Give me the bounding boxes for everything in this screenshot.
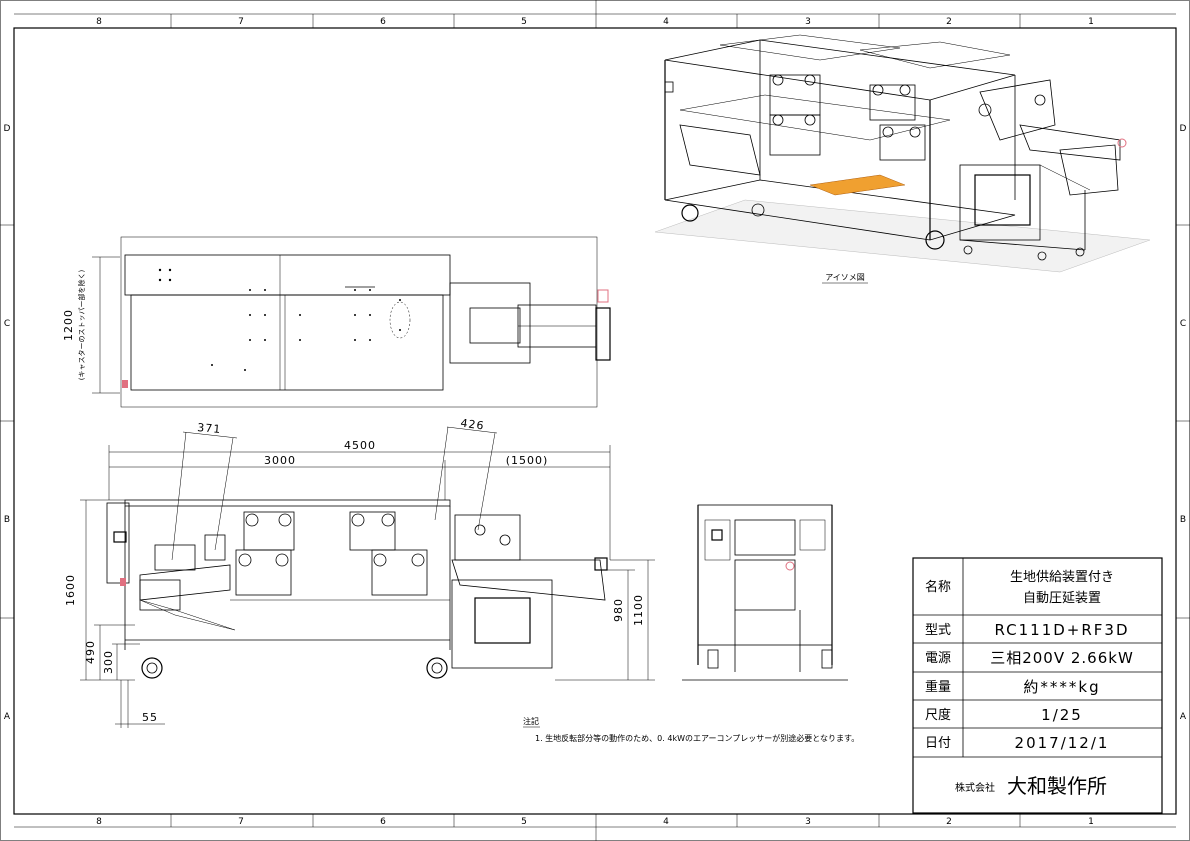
- dim-total-height: 1600: [64, 574, 77, 606]
- dim-table-height-max: 1100: [632, 594, 645, 626]
- tb-company-name: 大和製作所: [1007, 774, 1107, 798]
- tb-label-power: 電源: [925, 651, 951, 666]
- zone-bottom-label: 3: [805, 817, 811, 827]
- dim-main-section: 3000: [264, 454, 296, 467]
- zone-labels-top: 8 7 6 5 4 3 2 1: [96, 17, 1094, 27]
- tb-label-scale: 尺度: [925, 707, 951, 723]
- plan-height-dim: 1200: [62, 309, 75, 341]
- zone-labels-bottom: 8 7 6 5 4 3 2 1: [96, 817, 1094, 827]
- zone-bottom-label: 7: [238, 817, 244, 827]
- dim-callout-left: 371: [197, 421, 222, 436]
- side-view: [682, 504, 848, 681]
- zone-left-label: C: [4, 319, 10, 329]
- dim-extension-section: (1500): [506, 454, 549, 467]
- zone-left-label: A: [4, 712, 11, 722]
- tb-date-value: 2017/12/1: [1015, 734, 1110, 752]
- zone-right-label: B: [1180, 515, 1186, 525]
- front-dimensions: 4500 3000 (1500) 371 426 1600 490 300 55…: [64, 416, 655, 728]
- zone-top-label: 8: [96, 17, 102, 27]
- front-view: [106, 499, 608, 679]
- dim-lower-height: 490: [84, 640, 97, 664]
- zone-right-label: D: [1180, 124, 1187, 134]
- iso-view-caption: アイソメ図: [825, 273, 865, 282]
- tb-label-name: 名称: [925, 579, 951, 595]
- dim-table-height: 980: [612, 598, 625, 622]
- title-block: 名称 生地供給装置付き 自動圧延装置 型式 RC111D+RF3D 電源 三相2…: [912, 557, 1163, 814]
- isometric-view: [654, 34, 1151, 273]
- zone-top-label: 6: [380, 17, 386, 27]
- zone-top-label: 3: [805, 17, 811, 27]
- notes-heading: 注記: [523, 716, 539, 726]
- zone-bottom-label: 4: [663, 817, 669, 827]
- zone-bottom-label: 8: [96, 817, 102, 827]
- tb-weight-value: 約****kg: [1023, 678, 1100, 696]
- tb-power-value: 三相200V 2.66kW: [990, 649, 1134, 667]
- tb-label-weight: 重量: [925, 679, 951, 695]
- zone-bottom-label: 1: [1088, 817, 1094, 827]
- zone-labels-side: D C B A D C B A: [4, 124, 1187, 722]
- zone-bottom-label: 2: [946, 817, 952, 827]
- zone-bottom-label: 5: [521, 817, 527, 827]
- plan-height-note: (キャスターのストッパー部を除く): [77, 270, 86, 381]
- plan-dimension: 1200 (キャスターのストッパー部を除く): [62, 256, 120, 394]
- tb-model-value: RC111D+RF3D: [994, 621, 1129, 639]
- zone-top-label: 4: [663, 17, 669, 27]
- zone-top-label: 5: [521, 17, 527, 27]
- tb-label-model: 型式: [925, 623, 951, 638]
- tb-company-prefix: 株式会社: [955, 781, 995, 794]
- zone-top-label: 1: [1088, 17, 1094, 27]
- zone-top-label: 2: [946, 17, 952, 27]
- dim-caster-height: 300: [102, 650, 115, 674]
- inner-frame: [13, 27, 1177, 815]
- note-item-1: 1. 生地反転部分等の動作のため、0. 4kWのエアーコンプレッサーが別途必要と…: [535, 733, 859, 743]
- tb-label-date: 日付: [925, 736, 951, 751]
- zone-left-label: D: [4, 124, 11, 134]
- tb-scale-value: 1/25: [1041, 706, 1083, 724]
- plan-view: [120, 236, 611, 408]
- zone-right-label: C: [1180, 319, 1186, 329]
- notes: 注記 1. 生地反転部分等の動作のため、0. 4kWのエアーコンプレッサーが別途…: [523, 716, 859, 743]
- dim-bottom-offset: 55: [142, 711, 158, 724]
- tb-product-name-line2: 自動圧延装置: [1023, 591, 1101, 606]
- zone-top-label: 7: [238, 17, 244, 27]
- zone-right-label: A: [1180, 712, 1187, 722]
- zone-bottom-label: 6: [380, 817, 386, 827]
- dim-overall-length: 4500: [344, 439, 376, 452]
- zone-left-label: B: [4, 515, 10, 525]
- tb-product-name-line1: 生地供給装置付き: [1010, 570, 1114, 585]
- dim-callout-right: 426: [460, 416, 486, 432]
